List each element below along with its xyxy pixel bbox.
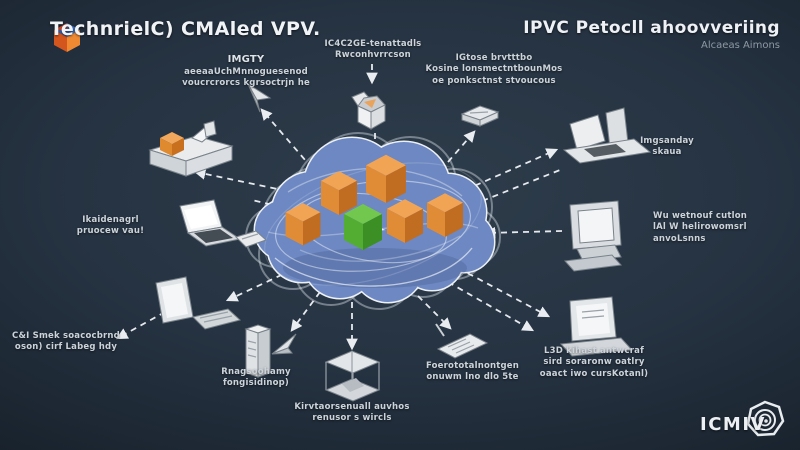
label-line: pruocew vau! xyxy=(76,226,145,237)
header-right-subtitle: Alcaeas Aimons xyxy=(701,40,780,51)
label-line: lAl W helirowomsrl xyxy=(653,222,747,233)
label-line: voucrcrorcs kgrsoctrjn he xyxy=(182,77,310,88)
cloud-cubes xyxy=(285,154,464,262)
server-cursor-icon xyxy=(271,333,297,355)
laptop-icon xyxy=(155,276,242,330)
label-line: Kosine lonsmectntbounMos xyxy=(425,64,563,75)
label-top-right: IGtose brvtttbo Kosine lonsmectntbounMos… xyxy=(418,53,570,87)
label-line: renusor s wircls xyxy=(312,413,392,424)
label-line: IMGTY xyxy=(227,54,265,65)
label-left-bottom: C&I Smek soacocbrnd oson) cirf Labeg hdy xyxy=(2,331,130,354)
wireframe-cage-icon xyxy=(324,350,381,402)
cube-logo-icon xyxy=(54,23,80,52)
label-line: Kirvtaorsenuall auvhos xyxy=(294,402,410,412)
server-tower-icon xyxy=(244,324,272,378)
page-title: TechnrielC) CMAled VPV. xyxy=(50,18,321,40)
label-bottom-fax: Foerototalnontgen onuwm lno dlo 5te xyxy=(410,361,535,384)
label-top-center: IC4C2GE-tenattadls Rwconhvrrcson xyxy=(298,39,448,62)
label-line: aeeaaUchMnnoguesenod xyxy=(184,66,308,77)
label-line: skaua xyxy=(652,147,682,158)
label-line: Ikaidenagrl xyxy=(82,215,139,225)
label-line: C&I Smek soacocbrnd xyxy=(12,331,120,341)
label-right-middle: Wu wetnouf cutlon lAl W helirowomsrl anv… xyxy=(653,211,785,245)
cursor-icon xyxy=(247,83,272,113)
label-line: fongisidinop) xyxy=(222,378,290,389)
label-line: onuwm lno dlo 5te xyxy=(426,372,519,383)
label-right-bottom: L3D kihast antwcraf sird soraronw oatlry… xyxy=(528,346,660,380)
label-line: Foerototalnontgen xyxy=(425,361,520,371)
swirl-badge-icon xyxy=(746,400,785,437)
label-line: oe ponksctnst stvoucous xyxy=(432,75,556,86)
label-line: Rwconhvrrcson xyxy=(335,50,411,61)
label-line: oaact iwo cursKotanl) xyxy=(539,368,649,379)
printer-icon xyxy=(148,120,234,177)
label-line: IGtose brvtttbo xyxy=(455,53,533,63)
label-bottom-server: Rnagsoohamy fongisidinop) xyxy=(202,367,310,390)
label-line: Wu wetnouf cutlon xyxy=(653,211,748,221)
workstation-icon xyxy=(562,107,652,164)
footer-brand: ICMIV xyxy=(700,414,766,435)
label-line: oson) cirf Labeg hdy xyxy=(14,342,118,353)
label-bottom-cage: Kirvtaorsenuall auvhos renusor s wircls xyxy=(288,402,416,425)
header-right-title: IPVC Petocll ahoovveriing xyxy=(523,18,780,38)
label-right-top: Imgsanday skaua xyxy=(625,136,709,159)
label-line: IC4C2GE-tenattadls xyxy=(324,39,422,49)
chip-slab-icon xyxy=(460,105,500,127)
label-line: sird soraronw oatlry xyxy=(543,357,645,368)
label-line: Rnagsoohamy xyxy=(221,367,291,377)
fax-document-icon xyxy=(435,323,489,359)
open-box-icon xyxy=(351,91,386,130)
label-line: L3D kihast antwcraf xyxy=(544,346,644,356)
crt-monitor-icon xyxy=(563,200,623,272)
header-right: IPVC Petocll ahoovveriing Alcaeas Aimons xyxy=(523,18,780,51)
label-line: anvoLsnns xyxy=(653,233,706,244)
cloud xyxy=(245,132,501,310)
label-line: Imgsanday xyxy=(640,136,694,146)
laptop-tablet-icon xyxy=(179,199,267,248)
label-imgty: IMGTY aeeaaUchMnnoguesenod voucrcrorcs k… xyxy=(160,53,332,89)
label-left-middle: Ikaidenagrl pruocew vau! xyxy=(58,215,163,238)
header-left: TechnrielC) CMAled VPV. xyxy=(50,18,321,40)
desktop-computer-icon xyxy=(559,296,634,357)
